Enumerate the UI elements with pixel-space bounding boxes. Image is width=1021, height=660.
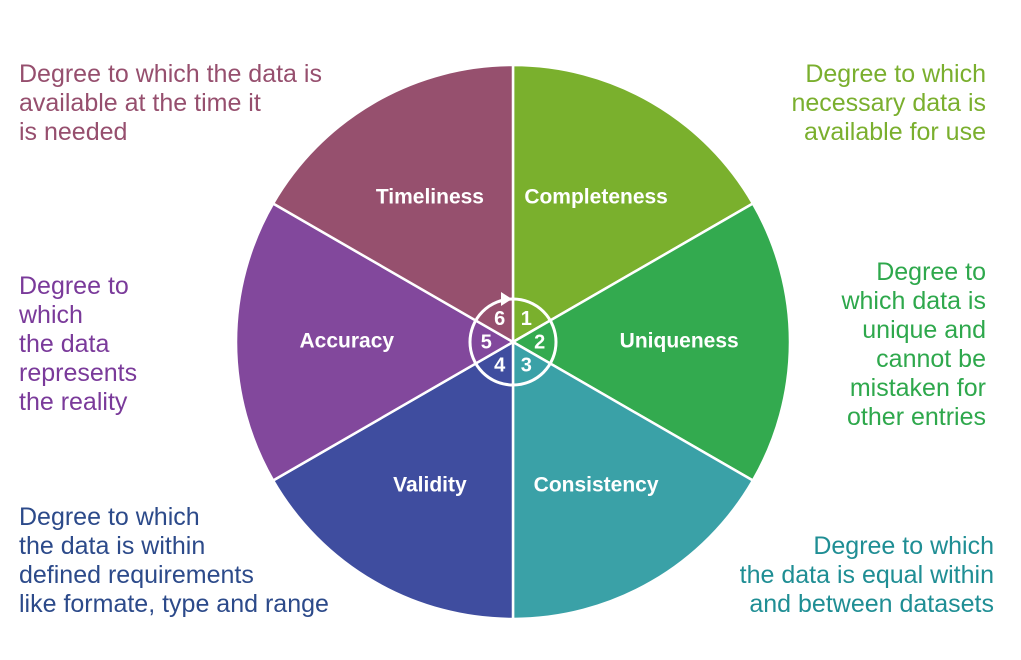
segment-label-validity: Validity <box>393 473 467 496</box>
segment-completeness <box>511 63 755 345</box>
cycle-arrow-icon <box>501 292 512 306</box>
segment-validity <box>271 339 515 621</box>
segment-number-1: 1 <box>521 308 532 330</box>
validity-description: Degree to which the data is within defin… <box>19 503 329 618</box>
segment-number-6: 6 <box>494 308 505 330</box>
consistency-description: Degree to which the data is equal within… <box>739 532 994 618</box>
inner-cycle-circle <box>468 297 558 387</box>
accuracy-description: Degree to which the data represents the … <box>19 272 138 416</box>
segment-accuracy <box>234 201 516 483</box>
segment-number-2: 2 <box>534 331 545 353</box>
segment-label-consistency: Consistency <box>534 473 659 496</box>
segment-consistency <box>511 339 755 621</box>
segment-label-uniqueness: Uniqueness <box>620 330 739 353</box>
uniqueness-description: Degree to which data is unique and canno… <box>841 258 986 431</box>
segment-label-accuracy: Accuracy <box>300 330 395 353</box>
segment-timeliness <box>271 63 515 345</box>
timeliness-description: Degree to which the data is available at… <box>19 60 322 146</box>
segment-number-3: 3 <box>521 354 532 376</box>
segment-label-completeness: Completeness <box>524 186 668 209</box>
segment-number-4: 4 <box>494 354 506 376</box>
segment-number-5: 5 <box>481 331 492 353</box>
segment-label-timeliness: Timeliness <box>376 186 484 209</box>
segment-uniqueness <box>510 201 792 483</box>
completeness-description: Degree to which necessary data is availa… <box>791 60 986 146</box>
